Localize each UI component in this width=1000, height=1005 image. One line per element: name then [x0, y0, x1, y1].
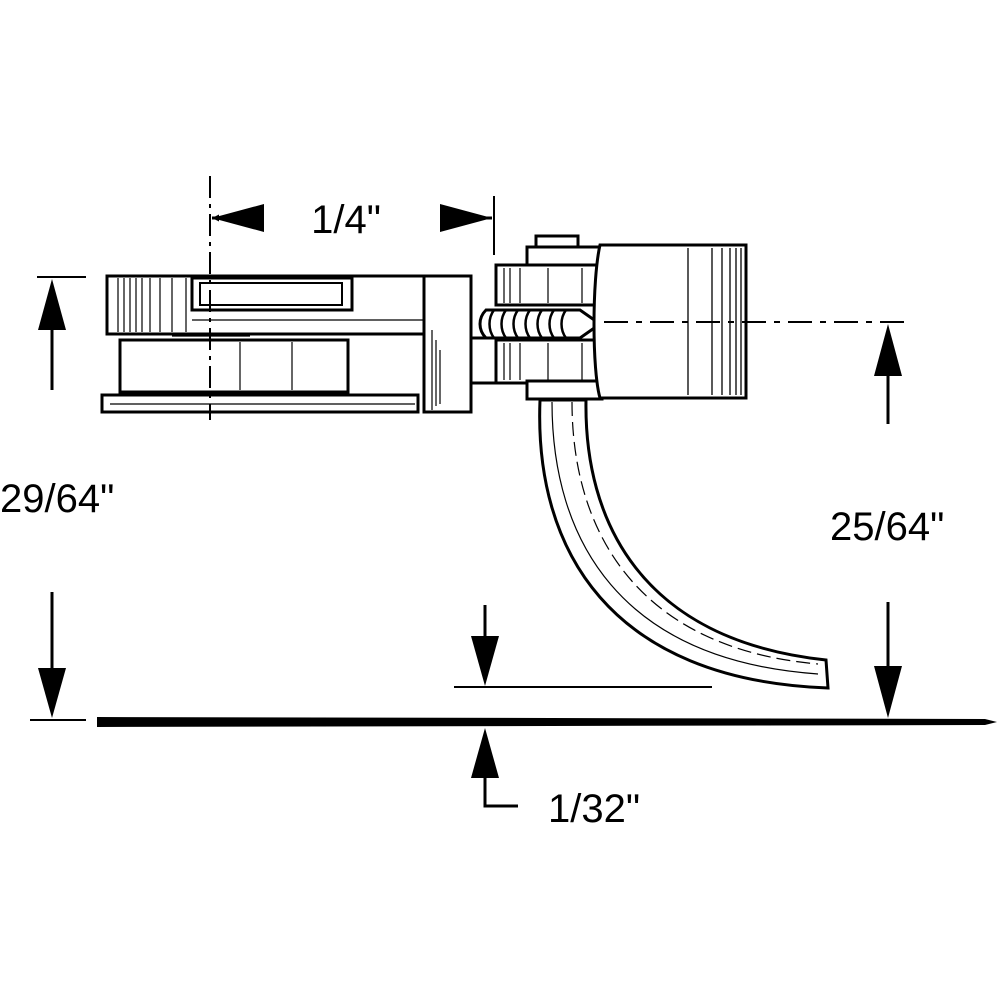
- spring-coil: [478, 308, 603, 340]
- dimension-width: 1/4": [212, 198, 492, 242]
- dimension-overall-height-label: 29/64": [0, 477, 114, 521]
- centerlines: [209, 176, 906, 420]
- dimension-shank-height: 25/64": [830, 324, 944, 718]
- dimension-shank-height-label: 25/64": [830, 505, 944, 549]
- rail-line: [97, 717, 997, 727]
- pivot-hatching: [503, 268, 583, 380]
- dimension-width-label: 1/4": [311, 198, 381, 242]
- pivot-assembly: [494, 234, 604, 401]
- dimension-clearance: 1/32": [454, 605, 712, 831]
- coupler-box-hatching: [110, 278, 441, 410]
- dimension-clearance-label: 1/32": [548, 787, 640, 831]
- trip-pin: [538, 398, 830, 690]
- dimension-overall-height: 29/64": [0, 276, 114, 721]
